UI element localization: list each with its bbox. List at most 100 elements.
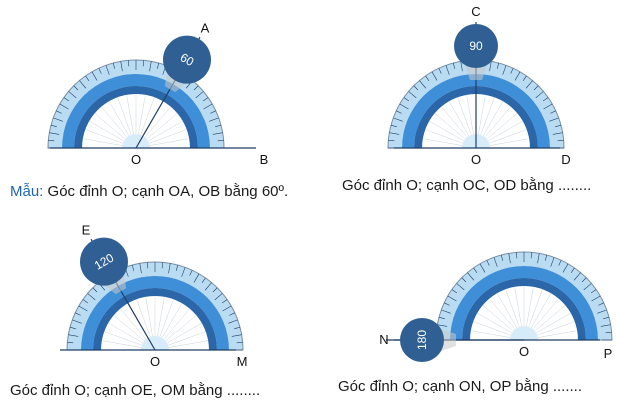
- tick: [533, 85, 539, 91]
- magnifier-disc: [400, 318, 444, 362]
- radial-line: [489, 298, 520, 335]
- radial-line: [482, 305, 519, 336]
- protractor-mid-band: [402, 74, 550, 148]
- radial-line: [145, 296, 154, 343]
- caption-c: Góc đỉnh O; cạnh OE, OM bằng ........: [10, 382, 261, 399]
- radial-line: [477, 94, 486, 141]
- tick: [537, 253, 540, 264]
- tick: [522, 75, 527, 82]
- tick: [201, 277, 206, 284]
- radial-line: [529, 305, 566, 336]
- radial-line: [457, 97, 474, 141]
- base-label: D: [561, 152, 570, 167]
- center-label: O: [471, 152, 481, 167]
- radial-line: [525, 286, 534, 333]
- base-label: M: [237, 354, 248, 369]
- radial-line: [85, 129, 129, 146]
- magnifier-value: 60: [178, 50, 197, 69]
- tick: [489, 61, 492, 72]
- caption-a: Mẫu: Góc đỉnh O; cạnh OA, OB bằng 60º.: [10, 183, 288, 200]
- protractor-outer-band: [388, 60, 564, 148]
- radial-line: [162, 331, 206, 348]
- tick: [72, 319, 82, 324]
- tick: [168, 263, 171, 274]
- radial-line: [479, 101, 504, 142]
- tick: [603, 316, 610, 320]
- tick: [204, 282, 212, 291]
- tick: [87, 293, 96, 301]
- center-label: O: [131, 152, 141, 167]
- radial-line: [138, 97, 155, 141]
- tick: [437, 324, 448, 327]
- tick: [525, 80, 533, 89]
- tick: [438, 68, 442, 74]
- radial-line: [158, 303, 183, 344]
- radial-line: [140, 106, 171, 143]
- tick: [597, 309, 607, 314]
- tick: [161, 262, 163, 269]
- tick: [583, 283, 592, 291]
- magnifier-disc: [80, 237, 128, 286]
- tick: [105, 65, 110, 75]
- tick: [542, 97, 549, 102]
- tick: [221, 299, 228, 304]
- tick: [78, 305, 88, 312]
- protractor-outline: [47, 59, 225, 149]
- tick: [590, 289, 597, 294]
- tick: [473, 267, 478, 274]
- tick: [508, 253, 511, 264]
- radial-line: [89, 120, 130, 145]
- tick: [550, 257, 555, 267]
- radial-line: [161, 322, 202, 347]
- tick: [557, 140, 564, 142]
- radial-line: [530, 312, 571, 337]
- tick: [82, 299, 89, 304]
- radial-line: [473, 321, 517, 338]
- radial-line: [478, 97, 495, 141]
- radial-line: [505, 289, 522, 333]
- center-fan: [141, 336, 169, 350]
- tick: [445, 65, 450, 75]
- magnifier-value: 90: [469, 39, 483, 53]
- base-label: B: [260, 152, 269, 167]
- radial-line: [136, 299, 153, 343]
- tick: [50, 124, 57, 128]
- radial-line: [466, 94, 475, 141]
- tick: [558, 260, 562, 266]
- tick: [49, 132, 60, 135]
- tick: [231, 334, 242, 337]
- tick: [396, 110, 402, 114]
- radial-line: [483, 138, 530, 147]
- tick: [500, 254, 504, 261]
- tick: [212, 287, 218, 293]
- tick: [212, 132, 223, 135]
- tick: [460, 61, 463, 72]
- tick: [195, 91, 204, 99]
- radial-line: [142, 120, 183, 145]
- tick: [193, 273, 200, 283]
- tick: [139, 263, 142, 274]
- tick: [390, 124, 397, 128]
- tick: [502, 65, 507, 75]
- tick: [549, 117, 559, 122]
- radial-line: [162, 340, 209, 349]
- radial-line: [159, 308, 190, 345]
- protractor-inner-band: [93, 288, 217, 350]
- arm-label: E: [82, 222, 91, 237]
- tick: [447, 295, 457, 302]
- radial-line: [528, 298, 559, 335]
- protractor-mid-band: [81, 276, 229, 350]
- tick: [456, 283, 465, 291]
- tick: [59, 103, 69, 110]
- radial-line: [137, 94, 146, 141]
- radial-line: [108, 322, 149, 347]
- tick: [403, 97, 410, 102]
- tick: [92, 287, 98, 293]
- radial-line: [526, 289, 543, 333]
- tick: [68, 91, 77, 99]
- tick: [605, 332, 612, 334]
- tick: [149, 61, 152, 72]
- tick: [73, 85, 79, 91]
- protractor-inner-band: [414, 86, 538, 148]
